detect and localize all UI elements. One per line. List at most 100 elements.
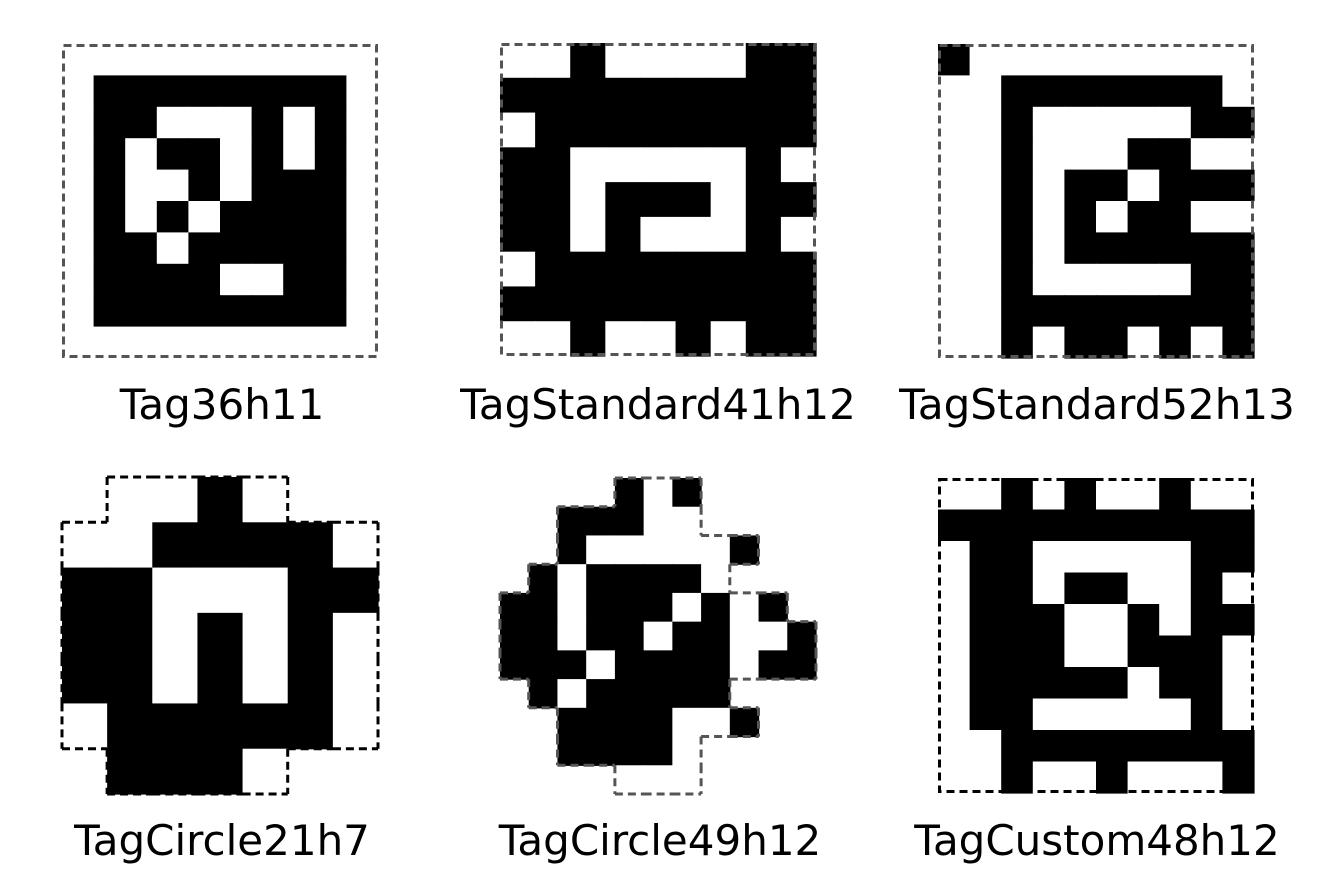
tag-cell: [314, 169, 347, 202]
tag-caption-tagcircle49h12: TagCircle49h12: [498, 816, 822, 865]
tag-cell: [1001, 667, 1034, 700]
tag-cell: [938, 730, 971, 763]
tag-cell: [710, 182, 747, 218]
tag-cell: [1159, 604, 1192, 637]
tag-cell: [1032, 541, 1065, 574]
tag-cell: [1001, 138, 1034, 171]
tag-cell: [107, 748, 153, 795]
tag-cell: [1001, 44, 1034, 76]
tag-cell: [1001, 106, 1034, 139]
tag-cell: [969, 138, 1002, 171]
tag-cell: [938, 478, 971, 511]
tag-cell: [1159, 295, 1192, 328]
tag-cell: [1001, 635, 1034, 668]
tag-cell: [251, 44, 284, 76]
tag-cell: [125, 169, 158, 202]
tag-cell: [1222, 541, 1255, 574]
tag-cell: [701, 621, 731, 651]
tag-image-tag36h11: [62, 44, 379, 359]
tag-cell: [780, 286, 817, 322]
tag-cell: [1159, 572, 1192, 605]
tag-cell: [500, 321, 536, 357]
tag-cell: [62, 703, 108, 750]
tag-cell: [1032, 138, 1065, 171]
tag-cell: [62, 567, 108, 614]
tag-cell: [614, 592, 645, 623]
tag-cell: [93, 263, 126, 296]
tag-cell: [1064, 635, 1097, 668]
tag-cell: [701, 592, 731, 623]
tag-cell: [535, 251, 571, 288]
tag-cell: [969, 326, 1002, 359]
tag-cell: [1190, 635, 1223, 668]
tag-cell: [729, 650, 760, 680]
tag-cell: [938, 326, 971, 359]
tag-cell: [745, 182, 782, 218]
tag-cell: [197, 703, 244, 750]
tag-cell: [283, 232, 316, 265]
tag-cell: [283, 201, 316, 233]
tag-cell: [745, 147, 782, 183]
tag-cell: [1032, 295, 1065, 328]
tag-cell: [62, 44, 95, 76]
tag-cell: [1001, 730, 1034, 763]
tag-cell: [1190, 541, 1223, 574]
tag-cell: [1032, 106, 1065, 139]
tag-cell: [969, 478, 1002, 511]
tag-cell: [287, 703, 334, 750]
tag-cell: [152, 522, 199, 569]
tag-cell: [640, 77, 677, 114]
tag-cell: [1064, 106, 1097, 139]
tag-cell: [701, 564, 731, 594]
tag-cell: [188, 295, 221, 328]
tag-cell: [729, 621, 760, 651]
tag-cell: [745, 216, 782, 253]
tag-cell: [500, 43, 536, 79]
tag-cell: [586, 679, 616, 709]
tag-cell: [188, 169, 221, 202]
tag-cell: [643, 765, 673, 795]
tag-cell: [1159, 44, 1192, 76]
tag-cell: [672, 707, 702, 738]
tag-cell: [1190, 263, 1223, 296]
tag-cell: [729, 592, 760, 623]
tag-caption-tagstandard41h12: TagStandard41h12: [460, 380, 856, 429]
tag-cell: [570, 251, 606, 288]
tag-cell: [1222, 635, 1255, 668]
tag-cell: [557, 506, 587, 537]
tag-cell: [640, 216, 677, 253]
tag-cell: [780, 251, 817, 288]
tag-cell: [675, 77, 712, 114]
tag-cell: [614, 564, 645, 594]
tag-cell: [938, 295, 971, 328]
tag-cell: [107, 612, 153, 659]
tag-cell: [62, 326, 95, 359]
tag-cell: [1064, 667, 1097, 700]
tag-cell: [1001, 478, 1034, 511]
tag-cell: [605, 216, 642, 253]
tag-cell: [672, 736, 702, 766]
tag-cell: [570, 216, 606, 253]
tag-cell: [156, 169, 189, 202]
tag-cell: [1032, 44, 1065, 76]
tag-cell: [188, 326, 221, 359]
tag-cell: [220, 326, 253, 359]
tag-cell: [780, 147, 817, 183]
tag-cell: [557, 621, 587, 651]
tag-cell: [1096, 295, 1129, 328]
tag-cell: [969, 263, 1002, 296]
tag-cell: [1127, 698, 1160, 731]
tag-cell: [535, 43, 571, 79]
tag-boundary-outline: [498, 476, 818, 796]
tag-cell: [938, 44, 971, 76]
tag-cell: [557, 736, 587, 766]
tag-cell: [251, 138, 284, 171]
tag-cell: [710, 216, 747, 253]
tag-cell: [1127, 730, 1160, 763]
tag-cell: [672, 621, 702, 651]
tag-cell: [710, 77, 747, 114]
tag-cell: [643, 478, 673, 508]
tag-cell: [242, 567, 289, 614]
tag-cell: [1127, 75, 1160, 108]
tag-cell: [314, 232, 347, 265]
